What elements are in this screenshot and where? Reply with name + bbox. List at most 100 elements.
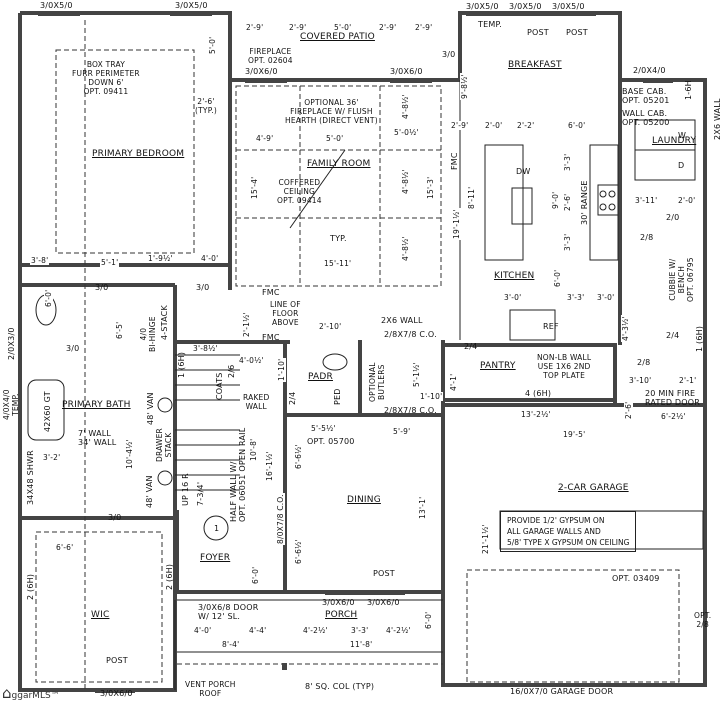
room-garage: 2-CAR GARAGE (558, 483, 629, 493)
window-label: 3/0X6/0 (245, 67, 278, 76)
room-pantry: PANTRY (480, 361, 516, 371)
door-label: 3/0 (108, 513, 122, 522)
dimension: 4'-4' (248, 626, 268, 635)
dimension: 10'-4½' (125, 438, 134, 470)
range-label: 30' RANGE (580, 180, 589, 225)
note-stair-rise: 7-3/4' (196, 481, 205, 506)
dimension: 8/0X7/8 C.O. (276, 493, 285, 545)
note-2x6-wall-right: 2X6 WALL (713, 98, 722, 140)
dimension: 3'-8½' (192, 344, 219, 353)
walls (18, 11, 707, 692)
room-covered-patio: COVERED PATIO (300, 32, 375, 42)
dimension: 2'-2' (516, 121, 536, 130)
thin-lines (27, 80, 704, 690)
window-label: 3/0X5/0 (40, 1, 73, 10)
tub-label: 42X60 GT (43, 391, 52, 432)
note-up-stairs: UP 16 R (181, 473, 190, 506)
dimension: 2'-0' (677, 196, 697, 205)
note-4-stack: 4-STACK (160, 305, 169, 340)
dimension: 1'-10' (277, 357, 286, 382)
door-label: 2/4 (288, 391, 297, 405)
pantry-shelf-label: 4 (6H) (525, 389, 552, 398)
dimension: 3'-3' (350, 626, 370, 635)
room-padr: PADR (308, 372, 333, 382)
room-kitchen: KITCHEN (494, 271, 535, 281)
window-label: 3/0X5/0 (466, 2, 499, 11)
refrigerator-label: REF (543, 322, 559, 331)
note-fmc: FMC (262, 288, 280, 297)
door-label: 2/8 (640, 233, 654, 242)
note-cased-opening: 2/8X7/8 C.O. (384, 330, 437, 339)
dimension: 3'-3' (566, 293, 586, 302)
window-label: 3/0X6/0 (390, 67, 423, 76)
dimension: 15'-4' (250, 175, 259, 200)
note-fmc: FMC (262, 333, 280, 342)
dimension: 3'-10' (628, 376, 653, 385)
door-label: 2/0 (666, 213, 680, 222)
room-porch: PORCH (325, 610, 358, 620)
dimension: 2'-10' (318, 322, 343, 331)
dimension: 4'-9' (255, 134, 275, 143)
shelf-label: 1-6H (684, 80, 693, 100)
shelf-label: 1 (6H) (695, 325, 704, 352)
dimension: 16'-1½' (265, 450, 274, 482)
dimension: 3'-3' (563, 152, 572, 172)
window-label: 3/0X6/0 (367, 598, 400, 607)
dimension: 5'-0' (325, 134, 345, 143)
dimension: 5'-1½' (412, 361, 421, 388)
room-foyer: FOYER (200, 553, 231, 563)
door-label: 2/4 (464, 342, 478, 351)
dimension: 6'-0' (553, 268, 562, 288)
room-primary-bath: PRIMARY BATH (62, 400, 131, 410)
pedestal-sink-label: PED (333, 388, 342, 405)
note-post: POST (106, 656, 128, 665)
dimension: 2'-6' (563, 192, 572, 212)
room-wic: WIC (91, 610, 110, 620)
note-square-column: 8' SQ. COL (TYP) (305, 682, 375, 691)
dimension: 1'-10' (419, 392, 444, 401)
dimension: 13'-1' (418, 495, 427, 520)
dimension: 4'-2½' (302, 626, 329, 635)
dimension: 4'-8½' (401, 93, 410, 120)
room-primary-bedroom: PRIMARY BEDROOM (92, 149, 185, 159)
dimension: 11'-8' (349, 640, 374, 649)
door-label: 3/0 (442, 50, 456, 59)
note-fmc: FMC (450, 152, 459, 170)
room-dining: DINING (347, 495, 381, 505)
vanity-label: 48' VAN (145, 475, 154, 508)
dimension: 1'-9½' (147, 254, 174, 263)
shelf-label: 1 (6H) (177, 351, 186, 378)
dimension: 4'-1' (449, 372, 458, 392)
dishwasher-label: DW (516, 167, 531, 176)
shelf-label: 2 (6H) (26, 573, 35, 600)
dimension: 6'-2½' (660, 412, 687, 421)
dimension: 3'-8' (30, 256, 50, 265)
dimension: 4'-0½' (238, 356, 265, 365)
dimension: 3'-11' (634, 196, 659, 205)
dimension: 2'-1½' (242, 311, 251, 338)
dimension: 6'-0' (424, 610, 433, 630)
dimension: 8'-4' (221, 640, 241, 649)
dimension: 3'-0' (503, 293, 523, 302)
mls-watermark-logo: ⌂ggarMLS™ (2, 684, 60, 702)
dimension: 4'-8½' (401, 168, 410, 195)
dimension: 15'-3' (426, 175, 435, 200)
dimension: 21'-1½' (481, 523, 490, 555)
door-label: 2/8 (637, 358, 651, 367)
dimension: 6'-0' (44, 288, 53, 308)
dimension: 6'-0' (567, 121, 587, 130)
dimension: 2'-9' (450, 121, 470, 130)
note-post: POST (566, 28, 588, 37)
